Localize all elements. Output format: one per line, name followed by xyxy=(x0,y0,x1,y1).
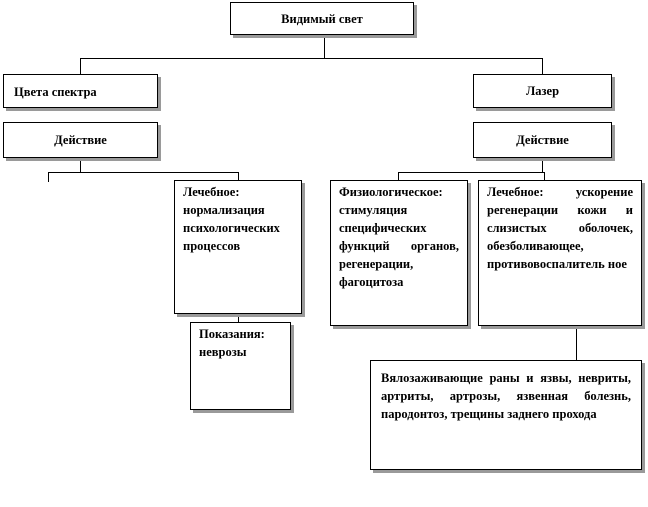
left-action-box: Действие xyxy=(3,122,158,158)
right-action-label: Действие xyxy=(516,133,569,147)
left-action-label: Действие xyxy=(54,133,107,147)
connector-root-down xyxy=(324,34,325,58)
root-box: Видимый свет xyxy=(230,2,414,35)
connector-to-spectrum xyxy=(80,58,81,74)
connector-to-right-indications xyxy=(576,326,577,360)
connector-left-stub xyxy=(48,172,49,182)
right-effect-text: Лечебное: ускорение регенерации кожи и с… xyxy=(487,185,633,271)
left-effect-box: Лечебное: нормализация психологических п… xyxy=(174,180,302,314)
laser-box: Лазер xyxy=(473,74,612,108)
laser-label: Лазер xyxy=(525,84,560,98)
connector-right-action-down xyxy=(542,158,543,172)
connector-right-horizontal xyxy=(398,172,544,173)
connector-left-horizontal xyxy=(48,172,238,173)
connector-left-action-down xyxy=(80,158,81,172)
left-effect-text: Лечебное: нормализация психологических п… xyxy=(183,185,280,253)
connector-root-horizontal xyxy=(80,58,542,59)
right-action-box: Действие xyxy=(473,122,612,158)
connector-to-right-effect xyxy=(544,172,545,180)
connector-to-physiological xyxy=(398,172,399,180)
left-indications-box: Показания: неврозы xyxy=(190,322,291,410)
right-indications-text: Вялозаживающие раны и язвы, невриты, арт… xyxy=(381,371,631,421)
physiological-text: Физиологическое: стимуляция специфически… xyxy=(339,185,459,289)
connector-to-left-indications xyxy=(238,314,239,322)
connector-to-laser xyxy=(542,58,543,74)
connector-to-left-effect xyxy=(238,172,239,180)
physiological-box: Физиологическое: стимуляция специфически… xyxy=(330,180,468,326)
right-effect-box: Лечебное: ускорение регенерации кожи и с… xyxy=(478,180,642,326)
spectrum-box: Цвета спектра xyxy=(3,74,158,108)
spectrum-label: Цвета спектра xyxy=(14,85,97,99)
root-label: Видимый свет xyxy=(281,11,363,26)
left-indications-text: Показания: неврозы xyxy=(199,327,265,359)
right-indications-box: Вялозаживающие раны и язвы, невриты, арт… xyxy=(370,360,642,470)
